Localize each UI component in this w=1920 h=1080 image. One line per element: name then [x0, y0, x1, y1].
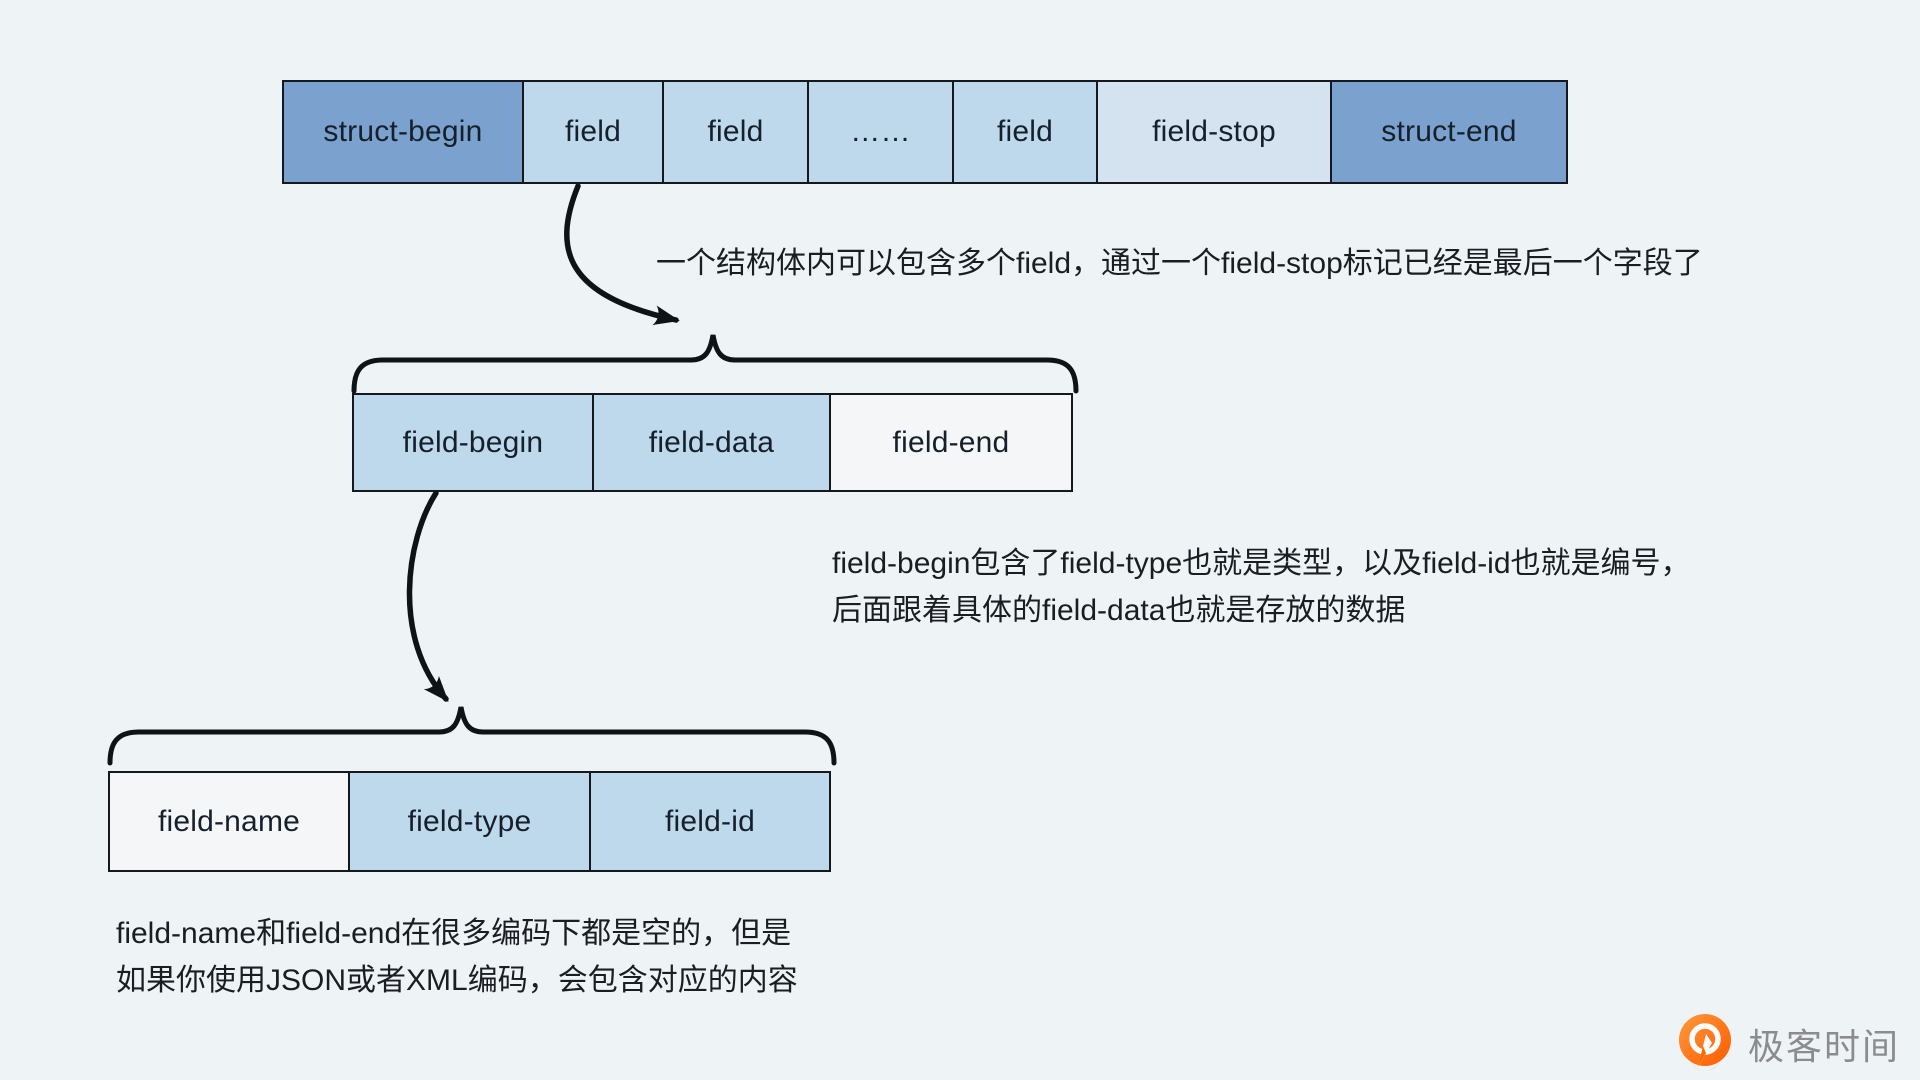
name-note-line2: 如果你使用JSON或者XML编码，会包含对应的内容	[116, 964, 798, 997]
box-field-1: field	[521, 80, 665, 184]
field-begin-row: field-name field-type field-id	[108, 771, 831, 872]
box-struct-end: struct-end	[1330, 80, 1568, 184]
field-note: field-begin包含了field-type也就是类型，以及field-id…	[832, 540, 1691, 634]
box-field-stop: field-stop	[1095, 80, 1333, 184]
box-struct-begin: struct-begin	[282, 80, 524, 184]
field-note-line1: field-begin包含了field-type也就是类型，以及field-id…	[832, 547, 1691, 580]
field-note-line2: 后面跟着具体的field-data也就是存放的数据	[832, 594, 1406, 627]
struct-note: 一个结构体内可以包含多个field，通过一个field-stop标记已经是最后一…	[656, 247, 1703, 280]
arrow-fieldbegin-to-layout	[406, 490, 449, 702]
geektime-logo-text: 极客时间	[1748, 1026, 1901, 1067]
brace-field-row	[351, 334, 1079, 394]
box-field-begin: field-begin	[352, 393, 594, 492]
box-field-data: field-data	[591, 393, 832, 492]
box-ellipsis: ……	[806, 80, 955, 184]
name-note: field-name和field-end在很多编码下都是空的，但是 如果你使用J…	[116, 910, 798, 1004]
box-field-type: field-type	[347, 771, 592, 872]
box-field-n: field	[952, 80, 1098, 184]
struct-row: struct-begin field field …… field field-…	[282, 80, 1568, 184]
box-field-id: field-id	[589, 771, 831, 872]
box-field-name: field-name	[108, 771, 350, 872]
geektime-logo-icon	[1679, 1014, 1731, 1071]
box-field-end: field-end	[829, 393, 1073, 492]
brace-field-begin-row	[107, 706, 837, 766]
name-note-line1: field-name和field-end在很多编码下都是空的，但是	[116, 917, 792, 950]
box-field-2: field	[662, 80, 809, 184]
field-row: field-begin field-data field-end	[352, 393, 1073, 492]
geektime-logo: 极客时间	[1676, 1012, 1900, 1076]
